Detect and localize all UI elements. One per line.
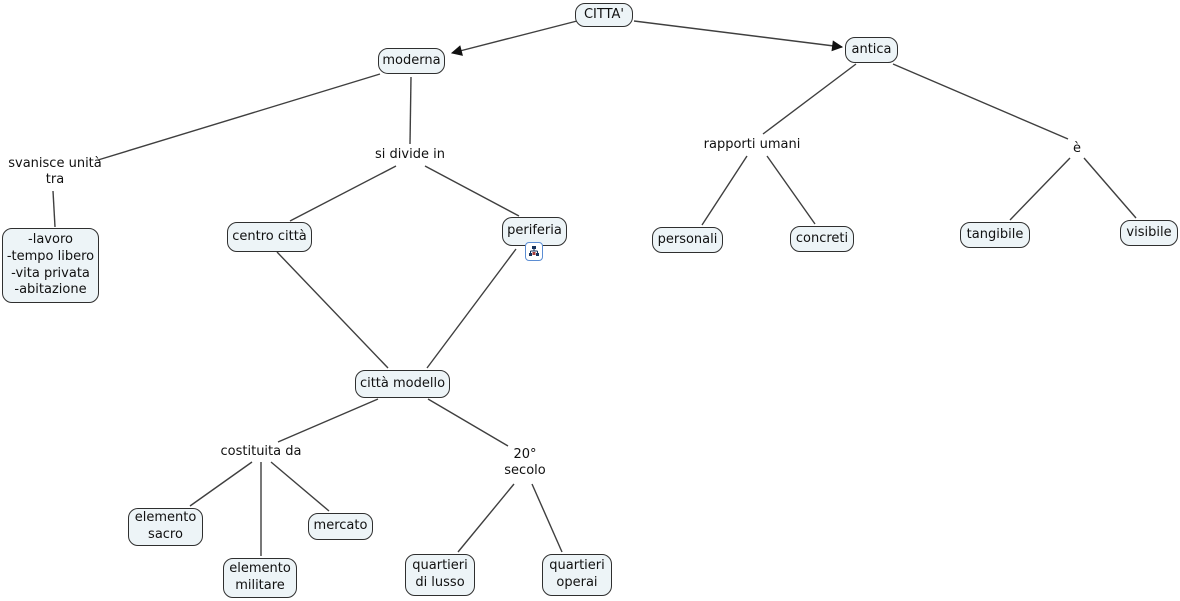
- node-quartieri-lusso[interactable]: quartieri di lusso: [405, 554, 475, 596]
- link-phrase-e[interactable]: è: [1073, 141, 1081, 156]
- node-quartieri-lusso-label: quartieri di lusso: [412, 558, 468, 590]
- node-centro-citta[interactable]: centro città: [227, 222, 312, 252]
- node-quartieri-operai[interactable]: quartieri operai: [542, 554, 612, 596]
- edge-centro-modello: [276, 251, 389, 369]
- edge-sidivide-periferia: [424, 165, 520, 217]
- node-mercato[interactable]: mercato: [308, 513, 373, 540]
- node-citta-modello[interactable]: città modello: [355, 370, 450, 398]
- link-phrase-rapporti-umani[interactable]: rapporti umani: [703, 137, 801, 152]
- edge-rapporti-concreti: [766, 155, 816, 225]
- node-moderna[interactable]: moderna: [378, 48, 445, 74]
- node-elemento-militare-label: elemento militare: [229, 561, 291, 593]
- node-tangibile[interactable]: tangibile: [960, 222, 1030, 248]
- node-visibile-label: visibile: [1126, 224, 1172, 240]
- edge-rapporti-personali: [701, 155, 748, 226]
- node-citta-modello-label: città modello: [359, 375, 446, 391]
- node-concreti-label: concreti: [795, 230, 849, 246]
- node-unita-list-label: -lavoro -tempo libero -vita privata -abi…: [6, 231, 95, 298]
- node-citta-label: CITTA': [583, 6, 625, 22]
- node-periferia[interactable]: periferia: [502, 217, 567, 246]
- edge-modello-costituita: [277, 398, 379, 443]
- edge-modello-secolo: [427, 398, 509, 447]
- node-periferia-label: periferia: [507, 223, 562, 239]
- link-phrase-20-secolo[interactable]: 20° secolo: [504, 447, 546, 478]
- node-mercato-label: mercato: [313, 518, 368, 534]
- node-personali-label: personali: [657, 231, 718, 247]
- node-tangibile-label: tangibile: [966, 226, 1024, 242]
- edge-costituita-mercato: [270, 461, 330, 512]
- node-unita-list[interactable]: -lavoro -tempo libero -vita privata -abi…: [2, 228, 99, 303]
- node-quartieri-operai-label: quartieri operai: [549, 558, 605, 590]
- edge-periferia-modello: [426, 248, 517, 369]
- edge-antica-rapporti: [762, 63, 857, 135]
- org-chart-icon: [529, 246, 539, 256]
- edge-e-visibile: [1083, 157, 1137, 219]
- node-elemento-sacro[interactable]: elemento sacro: [128, 508, 203, 546]
- edge-secolo-lusso: [457, 483, 515, 553]
- edge-secolo-operai: [531, 483, 563, 553]
- link-phrase-si-divide-in[interactable]: si divide in: [375, 147, 445, 162]
- edge-moderna-svanisce: [97, 73, 381, 161]
- link-phrase-costituita-da[interactable]: costituita da: [220, 444, 302, 459]
- edge-citta-antica: [633, 20, 844, 52]
- node-centro-citta-label: centro città: [232, 228, 307, 244]
- node-elemento-militare[interactable]: elemento militare: [223, 558, 297, 598]
- link-phrase-svanisce-unita-tra[interactable]: svanisce unità tra: [8, 156, 102, 187]
- node-elemento-sacro-label: elemento sacro: [134, 510, 197, 542]
- edge-costituita-sacro: [189, 461, 253, 507]
- edge-svanisce-lista: [52, 190, 56, 228]
- periferia-submap-icon[interactable]: [525, 242, 543, 261]
- node-citta[interactable]: CITTA': [575, 3, 633, 27]
- edge-antica-e: [892, 63, 1069, 140]
- node-personali[interactable]: personali: [652, 227, 723, 253]
- node-moderna-label: moderna: [382, 52, 441, 68]
- edge-moderna-sidivide: [409, 76, 412, 145]
- edge-e-tangibile: [1009, 157, 1071, 221]
- node-visibile[interactable]: visibile: [1120, 220, 1178, 246]
- node-concreti[interactable]: concreti: [790, 226, 854, 252]
- edge-sidivide-centro: [289, 165, 397, 222]
- edge-citta-moderna: [450, 20, 578, 56]
- node-antica[interactable]: antica: [845, 37, 898, 63]
- node-antica-label: antica: [851, 41, 892, 57]
